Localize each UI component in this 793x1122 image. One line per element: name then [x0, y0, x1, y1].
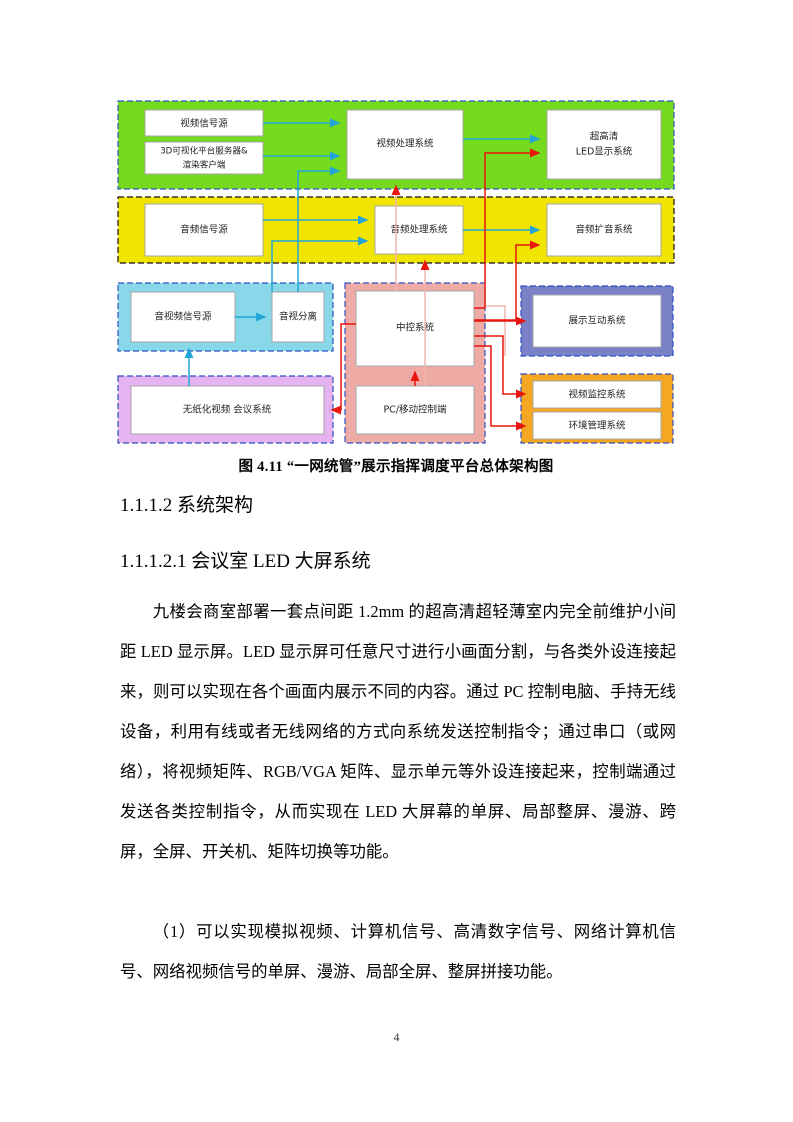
node-uhd-led-display-label-line1: 超高清	[590, 131, 619, 143]
node-paperless-conf-label: 无纸化视频 会议系统	[183, 404, 272, 416]
node-audio-amplification	[546, 203, 662, 257]
connector-control-to-environment-management	[474, 345, 527, 431]
node-viz-platform-label-line1: 3D可视化平台服务器&	[160, 145, 248, 157]
node-video-processing-label: 视频处理系统	[376, 138, 434, 150]
band-management: 视频监控系统 环境管理系统	[520, 373, 674, 444]
paragraph-feature-item-1: （1）可以实现模拟视频、计算机信号、高清数字信号、网络计算机信号、网络视频信号的…	[120, 922, 676, 981]
node-video-source-label: 视频信号源	[180, 118, 228, 130]
node-av-signal-source-label: 音视频信号源	[154, 311, 212, 323]
connector-av-separation-to-video-processing	[297, 166, 341, 292]
node-video-surveillance	[532, 380, 662, 409]
node-uhd-led-display	[546, 109, 662, 180]
node-pc-mobile-control	[355, 385, 475, 435]
node-viz-platform	[144, 141, 264, 175]
node-av-signal-source	[130, 291, 236, 343]
band-paperless: 无纸化视频 会议系统	[117, 375, 334, 444]
band-interactive: 展示互动系统	[520, 285, 674, 357]
node-viz-platform-label-line2: 渲染客户端	[183, 159, 226, 171]
node-video-source	[144, 109, 264, 137]
heading-led-screen-system: 1.1.1.2.1 会议室 LED 大屏系统	[120, 551, 371, 572]
figure-caption: 图 4.11 “一网统管”展示指挥调度平台总体架构图	[238, 459, 554, 475]
connector-control-to-led-display	[474, 148, 541, 309]
node-exhibit-interactive	[532, 294, 662, 348]
diagram-connectors	[184, 118, 541, 431]
band-av: 音视频信号源 音视分离	[117, 282, 334, 352]
node-environment-management-label: 环境管理系统	[568, 420, 626, 432]
band-video: 视频信号源 3D可视化平台服务器& 渲染客户端 视频处理系统 超高清 LED显示…	[117, 100, 675, 190]
connector-control-to-audio-amplification	[474, 240, 541, 321]
node-audio-processing-label: 音频处理系统	[390, 224, 448, 236]
node-audio-source	[144, 203, 264, 257]
node-pc-mobile-control-label: PC/移动控制端	[383, 404, 447, 416]
node-uhd-led-display-label-line2: LED显示系统	[576, 146, 633, 158]
band-control: 中控系统 PC/移动控制端	[344, 282, 486, 444]
node-central-control-label: 中控系统	[396, 322, 435, 334]
node-audio-amplification-label: 音频扩音系统	[575, 224, 633, 236]
node-video-processing	[346, 109, 464, 180]
connector-control-to-video-surveillance	[474, 335, 527, 399]
heading-system-architecture: 1.1.1.2 系统架构	[120, 495, 254, 516]
connector-av-source-to-audio-processing	[271, 236, 369, 292]
node-av-separation-label: 音视分离	[279, 311, 317, 323]
node-av-separation	[271, 291, 325, 343]
paragraph-led-screen-description: 九楼会商室部署一套点间距 1.2mm 的超高清超轻薄室内完全前维护小间距 LED…	[120, 602, 676, 861]
node-paperless-conf	[130, 385, 325, 435]
node-environment-management	[532, 411, 662, 440]
node-central-control	[355, 290, 475, 367]
architecture-diagram: 视频信号源 3D可视化平台服务器& 渲染客户端 视频处理系统 超高清 LED显示…	[113, 96, 679, 446]
connector-control-to-paperless-conf	[330, 323, 356, 415]
node-exhibit-interactive-label: 展示互动系统	[568, 315, 626, 327]
node-video-surveillance-label: 视频监控系统	[568, 389, 626, 401]
node-audio-source-label: 音频信号源	[180, 224, 228, 236]
page-number: 4	[393, 1030, 400, 1044]
